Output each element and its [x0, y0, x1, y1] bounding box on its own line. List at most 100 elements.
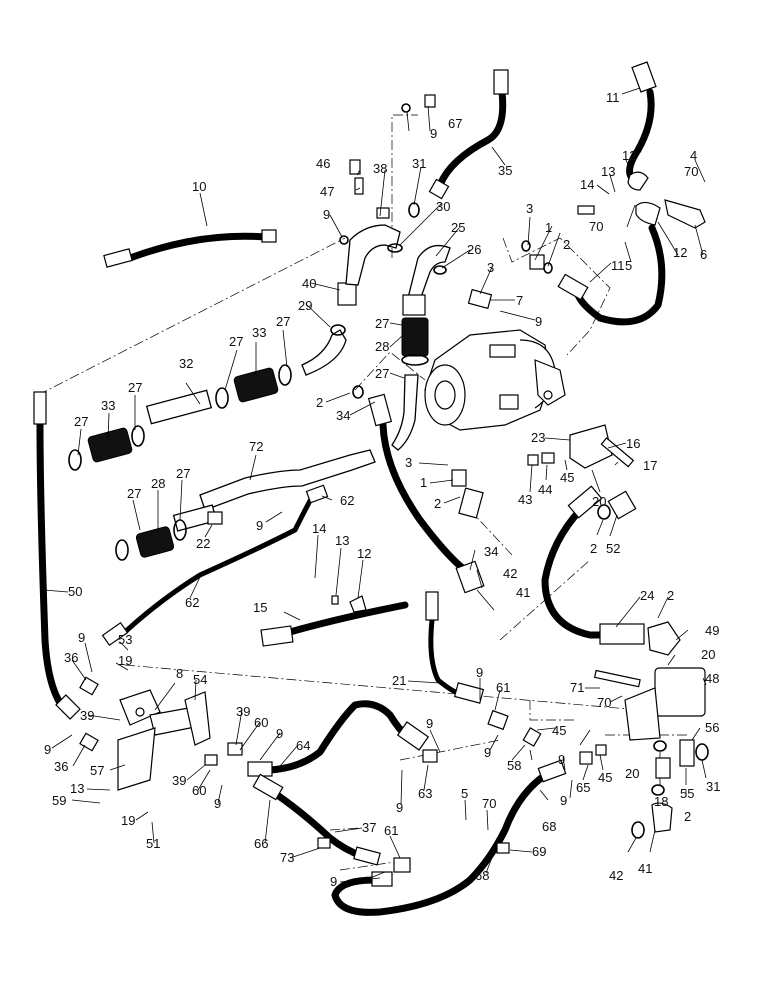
callout-19a: 19	[118, 653, 132, 668]
callout-68b: 68	[475, 868, 489, 883]
callout-42a: 42	[503, 566, 517, 581]
hose-10	[103, 229, 277, 268]
callout-40: 40	[302, 276, 316, 291]
callout-2c: 2	[590, 541, 597, 556]
callout-2e: 2	[667, 588, 674, 603]
callout-73: 73	[280, 850, 294, 865]
callout-61b: 61	[496, 680, 510, 695]
callout-12c: 12	[357, 546, 371, 561]
callout-38: 38	[373, 161, 387, 176]
callout-39b: 39	[236, 704, 250, 719]
callout-46: 46	[316, 156, 330, 171]
callout-39a: 39	[80, 708, 94, 723]
callout-27d: 27	[229, 334, 243, 349]
callout-70c: 70	[597, 695, 611, 710]
callout-9h: 9	[214, 796, 221, 811]
callout-20b: 20	[701, 647, 715, 662]
callout-32: 32	[179, 356, 193, 371]
callout-9a: 9	[430, 126, 437, 141]
bracket-manifold	[79, 676, 243, 791]
callout-16: 16	[626, 436, 640, 451]
hose-24	[541, 485, 645, 645]
callout-1b: 1	[420, 475, 427, 490]
callout-19b: 19	[121, 813, 135, 828]
callout-65: 65	[576, 780, 590, 795]
callout-9i: 9	[330, 874, 337, 889]
callout-2f: 2	[684, 809, 691, 824]
hose-64	[247, 700, 430, 777]
callout-67: 67	[448, 116, 462, 131]
hydraulic-pump	[424, 329, 566, 431]
callout-15: 15	[253, 600, 267, 615]
callout-35: 35	[498, 163, 512, 178]
callout-70: 70	[684, 164, 698, 179]
callout-63: 63	[418, 786, 432, 801]
callout-49: 49	[705, 623, 719, 638]
callout-3b: 3	[487, 260, 494, 275]
callout-12: 12	[622, 148, 636, 163]
hose-72-sleeve	[199, 449, 376, 511]
callout-33a: 33	[252, 325, 266, 340]
callout-13: 13	[601, 164, 615, 179]
hose-21	[425, 591, 485, 704]
clamp-15	[331, 595, 367, 613]
callout-45a: 45	[560, 470, 574, 485]
callout-24: 24	[640, 588, 654, 603]
callout-26: 26	[467, 242, 481, 257]
callout-41a: 41	[516, 585, 530, 600]
callout-45b: 45	[552, 723, 566, 738]
hose-50	[33, 391, 81, 720]
callout-50: 50	[68, 584, 82, 599]
callout-14b: 14	[312, 521, 326, 536]
callout-7: 7	[516, 293, 523, 308]
callout-28a: 28	[375, 339, 389, 354]
callout-20a: 20	[592, 494, 606, 509]
callout-71: 71	[570, 680, 584, 695]
callout-68a: 68	[542, 819, 556, 834]
callout-36b: 36	[54, 759, 68, 774]
callout-labels: 10 11 11 12 12 4 6 13 14 70 70 5 67 9 35…	[44, 90, 720, 889]
callout-10: 10	[192, 179, 206, 194]
callout-9k: 9	[426, 716, 433, 731]
callout-47: 47	[320, 184, 334, 199]
elbow-tubes	[345, 224, 451, 451]
leader-lines	[43, 87, 707, 888]
callout-17: 17	[643, 458, 657, 473]
callout-9o: 9	[560, 793, 567, 808]
callout-9n: 9	[558, 752, 565, 767]
callout-52: 52	[606, 541, 620, 556]
callout-3a: 3	[526, 201, 533, 216]
callout-9j: 9	[476, 665, 483, 680]
callout-41b: 41	[638, 861, 652, 876]
callout-51: 51	[146, 836, 160, 851]
callout-27h: 27	[127, 486, 141, 501]
callout-42b: 42	[609, 868, 623, 883]
callout-11b: 11	[611, 258, 625, 273]
callout-57: 57	[90, 763, 104, 778]
callout-72: 72	[249, 439, 263, 454]
callout-20c: 20	[625, 766, 639, 781]
callout-12b: 12	[673, 245, 687, 260]
callout-8: 8	[176, 666, 183, 681]
callout-25: 25	[451, 220, 465, 235]
clamp-hardware	[467, 171, 706, 310]
callout-28b: 28	[151, 476, 165, 491]
callout-55: 55	[680, 786, 694, 801]
callout-30: 30	[436, 199, 450, 214]
callout-64: 64	[296, 738, 310, 753]
callout-29: 29	[298, 298, 312, 313]
callout-34a: 34	[336, 408, 350, 423]
callout-9l: 9	[484, 745, 491, 760]
callout-62a: 62	[340, 493, 354, 508]
callout-27a: 27	[375, 316, 389, 331]
callout-36a: 36	[64, 650, 78, 665]
callout-70d: 70	[482, 796, 496, 811]
callout-6: 6	[700, 247, 707, 262]
callout-9m: 9	[396, 800, 403, 815]
hose-35	[428, 69, 509, 200]
callout-48: 48	[705, 671, 719, 686]
callout-9f: 9	[44, 742, 51, 757]
callout-1a: 1	[545, 220, 552, 235]
callout-9b: 9	[323, 207, 330, 222]
